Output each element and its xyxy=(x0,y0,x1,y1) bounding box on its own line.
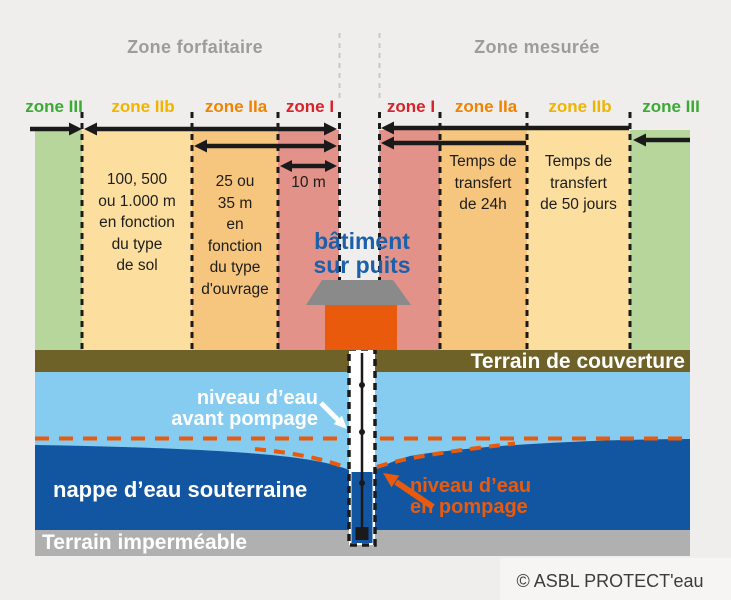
zone-label-i-right: zone I xyxy=(386,97,436,116)
arrow-zone2b-span xyxy=(84,122,337,136)
zone-band-iii-left xyxy=(35,130,82,350)
arrow-zone3-left xyxy=(30,122,82,136)
zone-label-iii-right: zone III xyxy=(642,97,700,116)
zone-band-iii-right xyxy=(630,130,690,350)
note-zone1-10m: 10 m xyxy=(291,174,326,191)
zone-band-iia-left xyxy=(192,130,278,350)
label-level-before-pumping: niveau d’eau avant pompage xyxy=(171,387,318,430)
label-terrain-impermeable: Terrain imperméable xyxy=(42,531,248,554)
note-zone2b-left: 100, 500 ou 1.000 m en fonction du type … xyxy=(98,171,176,274)
note-zone2a-left: 25 ou 35 m en fonction du type d'ouvrage xyxy=(201,173,269,298)
arrow-zone2b-span-right xyxy=(381,121,629,135)
drawdown-curve-left xyxy=(254,447,348,470)
well-shaft xyxy=(347,347,377,547)
zone-label-iii-left: zone III xyxy=(25,97,83,116)
label-aquifer: nappe d’eau souterraine xyxy=(53,477,308,502)
copyright-text: © ASBL PROTECT'eau xyxy=(516,571,704,591)
building-roof xyxy=(306,280,411,305)
drawdown-curve-right xyxy=(376,441,516,469)
label-level-while-pumping: niveau d’eau en pompage xyxy=(410,475,532,518)
arrow-zone3-right xyxy=(633,133,690,147)
zone-label-iib-right: zone IIb xyxy=(548,97,612,116)
building-label: bâtiment sur puits xyxy=(313,228,411,278)
well-axis-guides xyxy=(338,33,381,100)
zone-label-iia-left: zone IIa xyxy=(204,97,268,116)
label-terrain-cover: Terrain de couverture xyxy=(470,350,685,373)
building-on-well xyxy=(306,280,411,350)
zone-label-i-left: zone I xyxy=(285,97,335,116)
copyright-strip xyxy=(500,558,731,600)
zone-band-iib-left xyxy=(82,130,192,350)
static-level-arrow xyxy=(319,401,347,429)
arrow-zone1-10m xyxy=(280,160,337,172)
header-zone-mesuree: Zone mesurée xyxy=(474,37,600,57)
pump-icon xyxy=(355,527,369,540)
arrow-zone2a-span-right xyxy=(381,136,526,150)
building-body xyxy=(325,304,397,350)
header-zone-forfaitaire: Zone forfaitaire xyxy=(127,37,263,57)
zone-label-iia-right: zone IIa xyxy=(454,97,518,116)
arrow-zone2a-span xyxy=(194,139,337,153)
zone-band-iib-right xyxy=(527,130,630,350)
distance-arrows xyxy=(30,121,690,172)
zone-label-iib-left: zone IIb xyxy=(111,97,175,116)
zone-band-iia-right xyxy=(440,130,527,350)
note-zone2b-right: Temps de transfert de 50 jours xyxy=(540,153,617,213)
note-zone2a-right: Temps de transfert de 24h xyxy=(449,153,517,213)
drawdown-arrow xyxy=(383,473,435,510)
